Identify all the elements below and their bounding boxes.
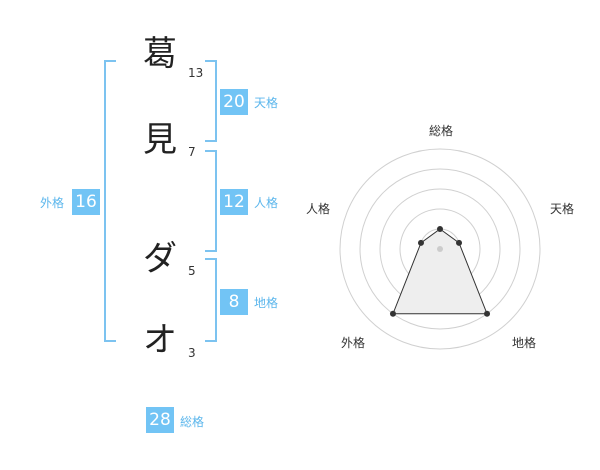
radar-point-3 xyxy=(484,310,491,317)
radar-label-gaikaku: 外格 xyxy=(340,336,365,350)
soukaku-label: 総格 xyxy=(180,415,205,429)
radar-points xyxy=(389,226,491,317)
radar-label-tenkaku: 天格 xyxy=(549,202,574,216)
gaikaku-bracket xyxy=(104,60,116,342)
radar-point-2 xyxy=(456,239,463,246)
radar-center-dot xyxy=(437,246,443,252)
radar-label-jinkaku: 人格 xyxy=(305,202,330,216)
radar-rings xyxy=(339,148,541,350)
tenkaku-value: 20 xyxy=(220,89,248,115)
radar-point-4 xyxy=(389,310,396,317)
name-char-4: オ xyxy=(143,320,177,360)
radar-ring xyxy=(339,148,541,350)
jinkaku-bracket xyxy=(205,150,217,252)
tenkaku-bracket xyxy=(205,60,217,142)
jinkaku-value: 12 xyxy=(220,189,248,215)
tenkaku-label: 天格 xyxy=(254,96,279,110)
soukaku-value: 28 xyxy=(146,407,174,433)
gaikaku-label: 外格 xyxy=(40,196,65,210)
radar-point-5 xyxy=(417,239,424,246)
radar-label-soukaku: 総格 xyxy=(428,124,453,138)
radar-point-1 xyxy=(437,226,443,232)
gaikaku-value: 16 xyxy=(72,189,100,215)
radar-label-chikaku: 地格 xyxy=(511,336,536,350)
radar-ring xyxy=(359,168,521,330)
radar-polygon xyxy=(392,228,488,315)
chikaku-value: 8 xyxy=(220,289,248,315)
stroke-count-4: 3 xyxy=(188,346,196,360)
chikaku-label: 地格 xyxy=(254,296,279,310)
name-char-2: 見 xyxy=(143,120,177,160)
stroke-count-2: 7 xyxy=(188,145,196,159)
stroke-count-3: 5 xyxy=(188,264,196,278)
stroke-count-1: 13 xyxy=(188,66,204,80)
name-char-1: 葛 xyxy=(143,34,177,74)
name-char-3: ダ xyxy=(143,239,177,279)
radar-chart xyxy=(339,148,541,350)
jinkaku-label: 人格 xyxy=(254,196,279,210)
chikaku-bracket xyxy=(205,258,217,342)
